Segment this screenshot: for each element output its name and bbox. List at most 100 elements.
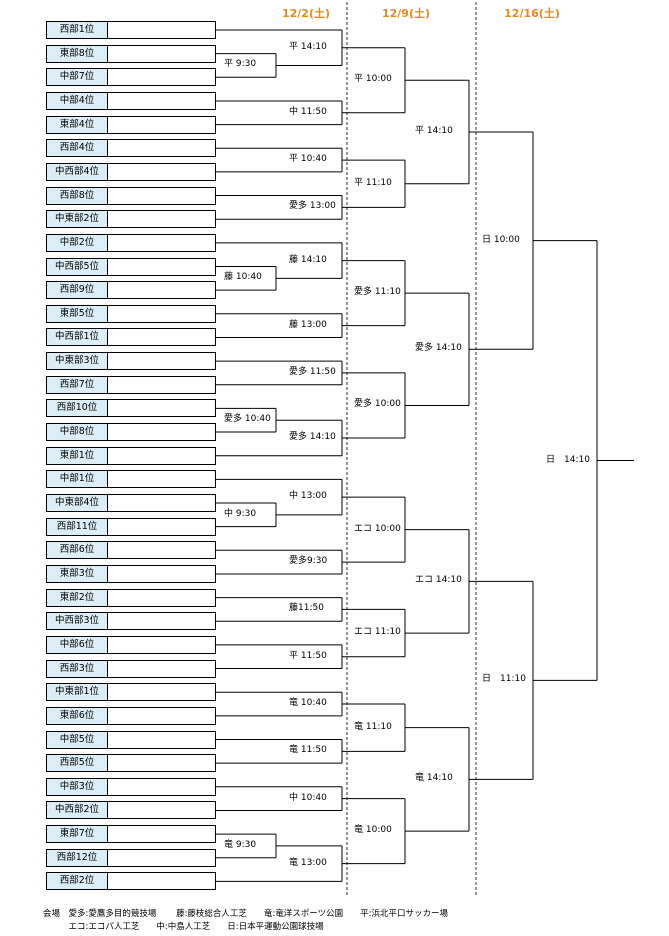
team-slot: 中部5位 bbox=[46, 730, 216, 749]
team-name: 中東部3位 bbox=[47, 353, 108, 370]
round1-match-label: 愛多9:30 bbox=[288, 556, 329, 568]
round-header-3: 12/16(土) bbox=[504, 7, 560, 20]
team-name: 東部8位 bbox=[47, 45, 108, 62]
team-slot: 西部9位 bbox=[46, 281, 216, 300]
round2-match-label: 竜 10:00 bbox=[353, 825, 393, 837]
round1-match-label: 竜 11:50 bbox=[288, 745, 328, 757]
team-slot: 西部3位 bbox=[46, 659, 216, 678]
team-slot: 西部10位 bbox=[46, 399, 216, 418]
team-slot: 中東部3位 bbox=[46, 352, 216, 371]
team-name: 中西部2位 bbox=[47, 802, 108, 819]
team-name: 西部2位 bbox=[47, 873, 108, 890]
semifinal-match-label: 日 11:10 bbox=[481, 674, 527, 686]
round2-match-label: エコ 11:10 bbox=[353, 627, 402, 639]
team-slot: 東部7位 bbox=[46, 825, 216, 844]
team-name: 西部6位 bbox=[47, 542, 108, 559]
round1-match-label: 中 13:00 bbox=[288, 491, 328, 503]
round1-match-label: 藤 14:10 bbox=[288, 254, 328, 266]
round2-match-label: 愛多 10:00 bbox=[353, 399, 402, 411]
team-name: 西部4位 bbox=[47, 140, 108, 157]
round1-match-label: 平 14:10 bbox=[288, 41, 328, 53]
team-name: 中西部3位 bbox=[47, 613, 108, 630]
team-slot: 西部6位 bbox=[46, 541, 216, 560]
team-name: 中西部1位 bbox=[47, 329, 108, 346]
round1-match-label: 愛多 13:00 bbox=[288, 201, 337, 213]
round-header-2: 12/9(土) bbox=[381, 7, 431, 20]
team-name: 中西部4位 bbox=[47, 163, 108, 180]
team-slot: 中部4位 bbox=[46, 91, 216, 110]
round2-match-label: 平 10:00 bbox=[353, 74, 393, 86]
round2-match-label: 竜 11:10 bbox=[353, 721, 393, 733]
team-name: 中西部5位 bbox=[47, 258, 108, 275]
prelim-match-label: 平 9:30 bbox=[223, 59, 258, 71]
team-slot: 東部4位 bbox=[46, 115, 216, 134]
team-slot: 東部5位 bbox=[46, 304, 216, 323]
round1-match-label: 平 11:50 bbox=[288, 650, 328, 662]
team-slot: 西部5位 bbox=[46, 754, 216, 773]
round1-match-label: 藤11:50 bbox=[288, 603, 325, 615]
team-name: 西部3位 bbox=[47, 660, 108, 677]
team-name: 中部7位 bbox=[47, 69, 108, 86]
venue-legend-line-2: エコ:エコパ人工芝 中:中島人工芝 日:日本平運動公園球技場 bbox=[43, 922, 324, 932]
venue-legend-line-1: 会場 愛多:愛鷹多目的競技場 藤:藤枝総合人工芝 竜:竜洋スポーツ公園 平:浜北… bbox=[43, 909, 448, 919]
team-slot: 中部1位 bbox=[46, 470, 216, 489]
team-slot: 中部8位 bbox=[46, 423, 216, 442]
team-slot: 中部7位 bbox=[46, 68, 216, 87]
round-header-1: 12/2(土) bbox=[281, 7, 331, 20]
team-name: 中部4位 bbox=[47, 92, 108, 109]
team-slot: 西部4位 bbox=[46, 139, 216, 158]
round1-match-label: 愛多 11:50 bbox=[288, 366, 337, 378]
team-slot: 中西部5位 bbox=[46, 257, 216, 276]
round1-match-label: 平 10:40 bbox=[288, 154, 328, 166]
team-name: 東部6位 bbox=[47, 707, 108, 724]
team-name: 中部2位 bbox=[47, 234, 108, 251]
team-slot: 中部2位 bbox=[46, 233, 216, 252]
team-name: 東部7位 bbox=[47, 826, 108, 843]
round1-match-label: 愛多 14:10 bbox=[288, 431, 337, 443]
team-slot: 西部8位 bbox=[46, 186, 216, 205]
team-name: 中東部2位 bbox=[47, 211, 108, 228]
round1-match-label: 竜 10:40 bbox=[288, 698, 328, 710]
round2-match-label: エコ 10:00 bbox=[353, 523, 402, 535]
team-slot: 中西部2位 bbox=[46, 801, 216, 820]
team-name: 西部7位 bbox=[47, 376, 108, 393]
team-slot: 中部3位 bbox=[46, 777, 216, 796]
team-slot: 西部2位 bbox=[46, 872, 216, 891]
team-name: 中東部4位 bbox=[47, 495, 108, 511]
prelim-match-label: 愛多 10:40 bbox=[223, 414, 272, 426]
team-name: 東部2位 bbox=[47, 589, 108, 606]
team-slot: 東部8位 bbox=[46, 44, 216, 63]
round1-match-label: 中 10:40 bbox=[288, 792, 328, 804]
prelim-match-label: 竜 9:30 bbox=[223, 839, 258, 851]
team-name: 中部6位 bbox=[47, 636, 108, 653]
team-name: 西部10位 bbox=[47, 400, 108, 417]
team-name: 西部11位 bbox=[47, 518, 108, 535]
team-slot: 中西部1位 bbox=[46, 328, 216, 347]
team-name: 東部5位 bbox=[47, 305, 108, 322]
team-slot: 中東部2位 bbox=[46, 210, 216, 229]
team-slot: 西部7位 bbox=[46, 375, 216, 394]
round2-match-label: 愛多 11:10 bbox=[353, 287, 402, 299]
team-name: 東部1位 bbox=[47, 447, 108, 464]
team-name: 西部8位 bbox=[47, 187, 108, 204]
team-slot: 中東部4位 bbox=[46, 494, 216, 512]
semifinal-match-label: 日 10:00 bbox=[481, 234, 521, 246]
round3-match-label: 愛多 14:10 bbox=[414, 343, 463, 355]
team-name: 東部3位 bbox=[47, 565, 108, 582]
team-slot: 西部11位 bbox=[46, 517, 216, 536]
round3-match-label: 竜 14:10 bbox=[414, 773, 454, 785]
team-slot: 中西部4位 bbox=[46, 162, 216, 181]
round1-match-label: 竜 13:00 bbox=[288, 857, 328, 869]
round3-match-label: 平 14:10 bbox=[414, 125, 454, 137]
team-name: 中部8位 bbox=[47, 424, 108, 441]
prelim-match-label: 中 9:30 bbox=[223, 508, 258, 520]
team-name: 西部1位 bbox=[47, 22, 108, 38]
team-name: 西部5位 bbox=[47, 755, 108, 772]
round1-match-label: 中 11:50 bbox=[288, 106, 328, 118]
team-name: 東部4位 bbox=[47, 116, 108, 133]
team-slot: 東部1位 bbox=[46, 446, 216, 465]
team-slot: 東部2位 bbox=[46, 588, 216, 607]
team-slot: 中西部3位 bbox=[46, 612, 216, 631]
